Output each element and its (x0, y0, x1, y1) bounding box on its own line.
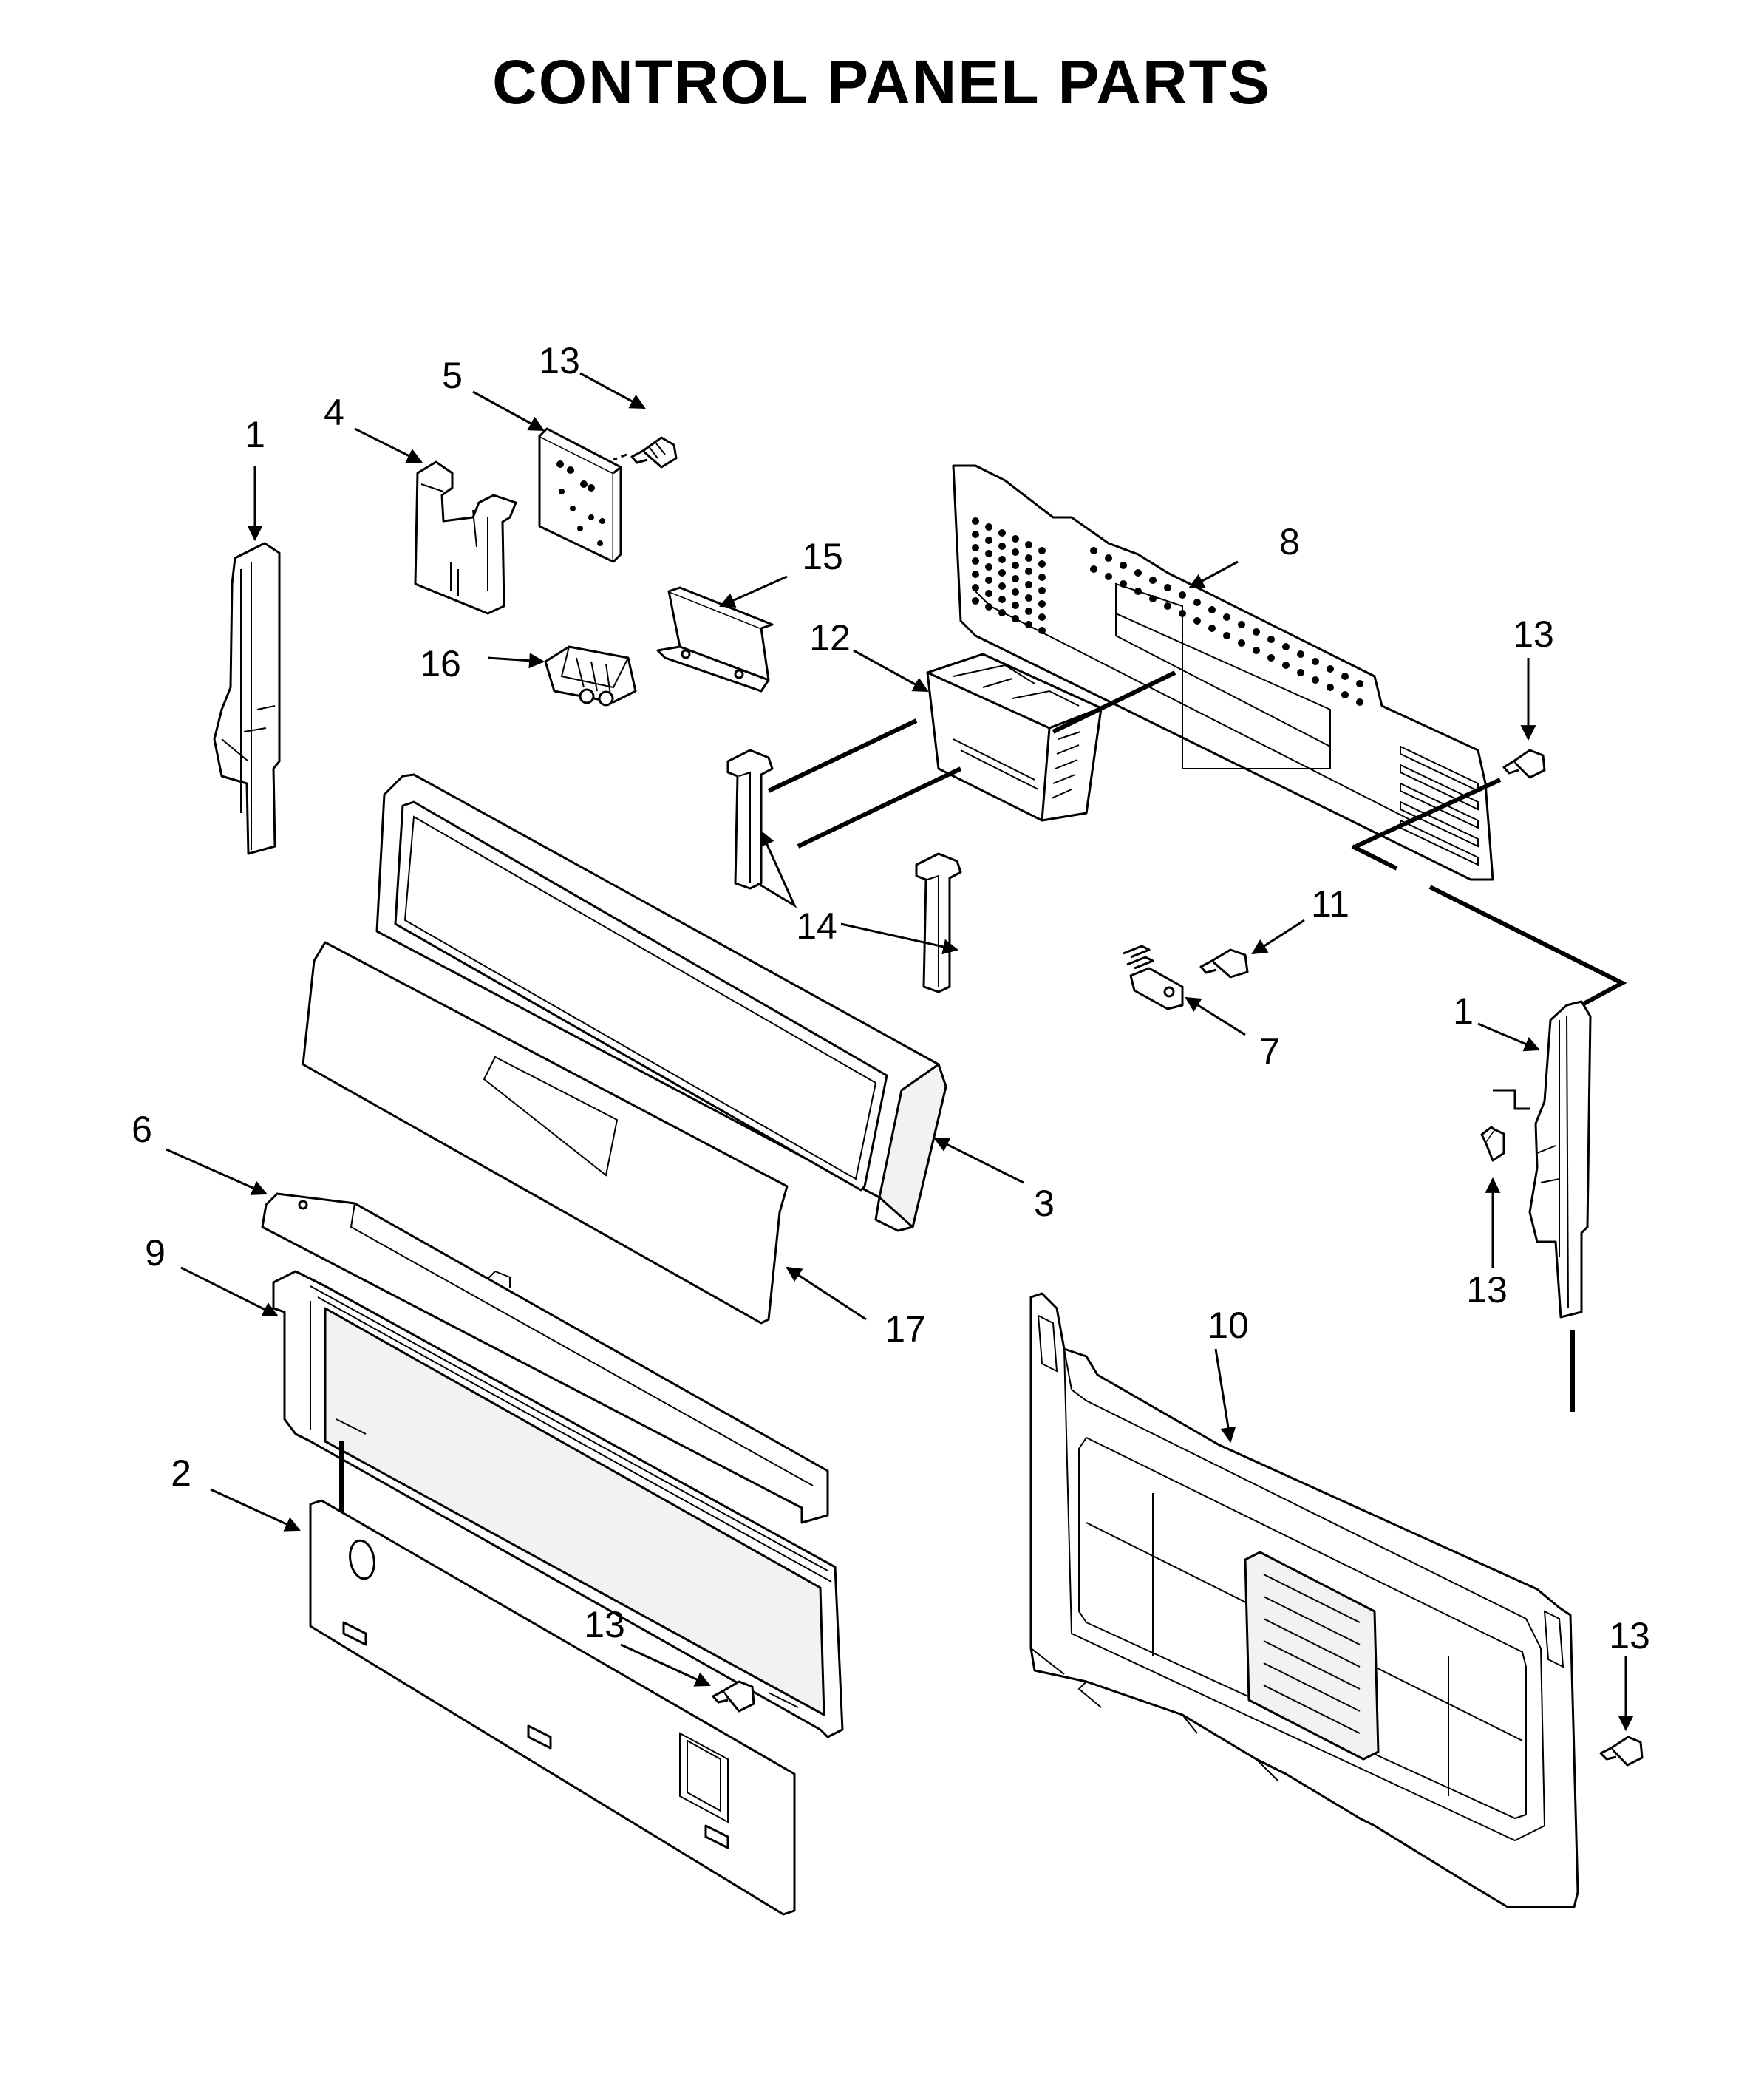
part-9-channel (272, 1270, 844, 1738)
part-13-screw-top (613, 436, 678, 469)
part-17-console-overlay (302, 941, 789, 1325)
part-8-rear-panel (952, 464, 1494, 881)
part-10-lower-back-panel (1029, 1292, 1579, 1908)
part-3-control-panel-frame (375, 773, 947, 1232)
part-12-control-module (926, 653, 1103, 822)
part-1-left-side-bracket (213, 542, 281, 855)
callout-4: 4 (324, 392, 344, 433)
part-13-screw-right-bracket (1480, 1126, 1505, 1162)
page-title: CONTROL PANEL PARTS (492, 47, 1271, 117)
callout-14: 14 (796, 905, 837, 947)
part-1-right-side-bracket (1493, 1000, 1592, 1319)
part-13-screw-center (712, 1680, 755, 1713)
part-7-clip (1123, 945, 1184, 1010)
callout-2: 2 (171, 1452, 191, 1494)
callout-3: 3 (1034, 1183, 1055, 1224)
callout-labels: 1 4 5 13 16 15 12 8 13 11 7 14 1 13 3 17… (132, 340, 1650, 1656)
vent-row (1090, 547, 1363, 706)
part-11-screw (1199, 948, 1249, 979)
guide-line (1052, 670, 1176, 734)
part-14-bracket-right (915, 852, 962, 993)
callout-10: 10 (1208, 1305, 1249, 1346)
part-2-lower-panel (309, 1499, 796, 1916)
callout-1-left: 1 (245, 414, 265, 455)
grille-slots (1263, 1574, 1361, 1734)
callout-9: 9 (145, 1232, 166, 1274)
callout-5: 5 (442, 355, 463, 396)
part-4-bracket (414, 460, 517, 615)
callout-17: 17 (885, 1308, 926, 1350)
callout-6: 6 (132, 1109, 152, 1150)
callout-8: 8 (1279, 521, 1300, 562)
guide-line (797, 766, 962, 849)
callout-1-right: 1 (1453, 990, 1474, 1032)
guide-line (1355, 778, 1502, 849)
leader-lines (166, 372, 1634, 1732)
part-13-screw-right-lower (1599, 1736, 1644, 1767)
callout-13-right-upper: 13 (1513, 613, 1554, 655)
guide-line (1351, 844, 1627, 1011)
callout-12: 12 (809, 617, 851, 659)
vent-holes (972, 517, 1046, 634)
callout-13-right-lower: 13 (1609, 1615, 1650, 1656)
part-13-screw-right-upper (1502, 749, 1546, 779)
callout-15: 15 (802, 536, 843, 577)
callout-7: 7 (1259, 1031, 1280, 1073)
part-16-connector (544, 645, 637, 707)
callout-11: 11 (1311, 883, 1349, 925)
part-14-bracket-left (726, 749, 774, 890)
part-5-control-board (538, 427, 622, 563)
callout-13-top: 13 (539, 340, 580, 381)
part-15-bracket (656, 586, 774, 693)
callout-16: 16 (420, 643, 461, 684)
part-6-trim-strip (261, 1192, 829, 1524)
guide-line (767, 718, 918, 793)
callout-13-right-bracket: 13 (1466, 1269, 1508, 1311)
callout-13-center: 13 (584, 1604, 625, 1645)
